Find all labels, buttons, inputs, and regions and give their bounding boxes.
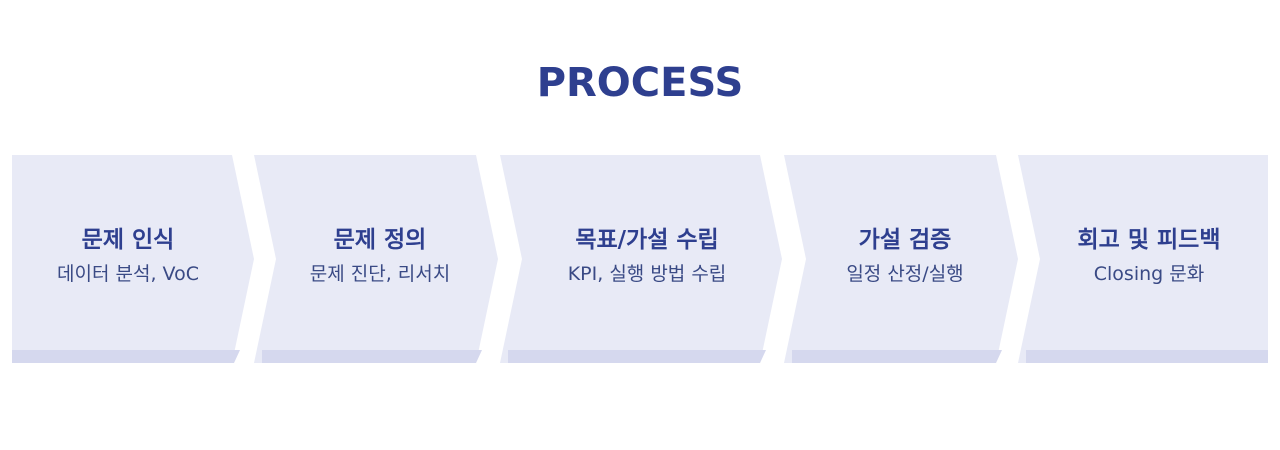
step-5-title: 회고 및 피드백 [1077, 227, 1221, 253]
step-4-title: 가설 검증 [858, 227, 952, 253]
step-2-chevron-shape [254, 155, 498, 363]
step-2-title: 문제 정의 [333, 227, 427, 253]
step-3-title: 목표/가설 수립 [575, 227, 719, 253]
process-flow: 문제 인식 데이터 분석, VoC 문제 정의 문제 진단, 리서치 목표/가설… [0, 155, 1280, 363]
page-title: PROCESS [536, 60, 744, 106]
step-3-description: KPI, 실행 방법 수립 [567, 263, 727, 285]
process-step-4: 가설 검증 일정 산정/실행 [784, 155, 1018, 363]
step-5-chevron-shape [1018, 155, 1268, 363]
step-1-description: 데이터 분석, VoC [57, 263, 199, 285]
process-step-1: 문제 인식 데이터 분석, VoC [12, 155, 254, 363]
step-1-chevron-shape [12, 155, 254, 363]
process-step-5: 회고 및 피드백 Closing 문화 [1018, 155, 1268, 363]
process-step-3: 목표/가설 수립 KPI, 실행 방법 수립 [500, 155, 782, 363]
step-1-title: 문제 인식 [81, 227, 175, 253]
step-2-description: 문제 진단, 리서치 [309, 263, 451, 285]
step-3-chevron-shape [500, 155, 782, 363]
step-4-chevron-shape [784, 155, 1018, 363]
step-4-description: 일정 산정/실행 [846, 263, 964, 285]
step-5-description: Closing 문화 [1093, 263, 1205, 285]
process-step-2: 문제 정의 문제 진단, 리서치 [254, 155, 498, 363]
